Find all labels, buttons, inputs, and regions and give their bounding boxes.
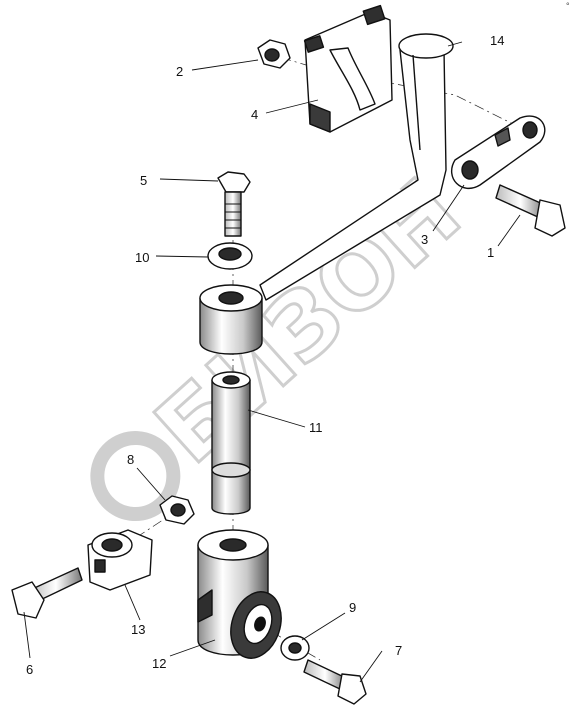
part-13-clamp-collar: [87, 529, 153, 591]
part-7-bolt: [303, 659, 367, 705]
callout-14: 14: [490, 33, 504, 48]
bushing-cylinder: [199, 284, 263, 355]
part-1-bolt: [495, 184, 566, 237]
callout-7: 7: [395, 643, 402, 658]
callout-3: 3: [421, 232, 428, 247]
part-14-bent-lever: [259, 33, 454, 301]
callout-1: 1: [487, 245, 494, 260]
callout-6: 6: [26, 662, 33, 677]
callout-9: 9: [349, 600, 356, 615]
callout-4: 4: [251, 107, 258, 122]
callout-leaders: [23, 41, 521, 683]
part-5-bolt: [217, 171, 251, 237]
callout-13: 13: [131, 622, 145, 637]
part-11-pin-shaft: [211, 371, 251, 515]
watermark-logo: БИЗОН: [90, 157, 482, 522]
part-12-swivel-housing: [197, 529, 282, 659]
callout-12: 12: [152, 656, 166, 671]
part-8-nut: [159, 495, 195, 525]
callout-8: 8: [127, 452, 134, 467]
callout-5: 5: [140, 173, 147, 188]
watermark-text: БИЗОН: [136, 158, 481, 484]
callout-labels: 2 4 5 10 14 3 1 11 8 13 6 9 7 12: [26, 33, 504, 677]
part-4-clamp-bracket: [303, 4, 393, 133]
part-2-nut: [257, 39, 291, 69]
callout-2: 2: [176, 64, 183, 79]
part-3-link-plate: [450, 115, 546, 190]
corner-mark: °: [566, 1, 570, 11]
part-10-washer: [207, 242, 253, 270]
callout-10: 10: [135, 250, 149, 265]
part-9-washer: [280, 635, 310, 661]
callout-11: 11: [309, 420, 323, 435]
part-6-bolt: [11, 567, 83, 619]
